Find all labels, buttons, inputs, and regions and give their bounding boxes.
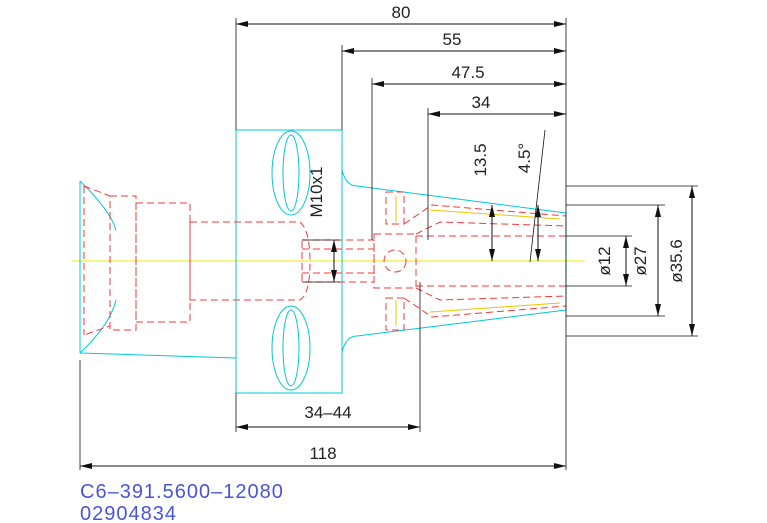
dimension-13-5: 13.5 <box>471 143 490 176</box>
dimension-47-5: 47.5 <box>451 63 484 82</box>
dimension-80: 80 <box>392 3 411 22</box>
internal-hidden-lines <box>83 185 567 336</box>
dimension-arrowheads <box>80 21 695 469</box>
dimension-55: 55 <box>443 30 462 49</box>
dimension-dia-27: ø27 <box>631 246 650 275</box>
extension-lines <box>79 18 698 470</box>
dimension-dia-35-6: ø35.6 <box>667 239 686 282</box>
part-number: C6–391.5600–12080 <box>80 481 284 503</box>
dimension-118: 118 <box>309 444 336 463</box>
dimension-34: 34 <box>472 93 491 112</box>
dimension-34-44: 34–44 <box>304 403 351 422</box>
dimension-dia-12: ø12 <box>595 246 614 275</box>
dimension-angle-4-5: 4.5° <box>515 143 534 173</box>
dimension-thread-m10x1: M10x1 <box>307 166 326 217</box>
part-code: 02904834 <box>80 503 177 523</box>
dimension-lines <box>80 23 693 467</box>
